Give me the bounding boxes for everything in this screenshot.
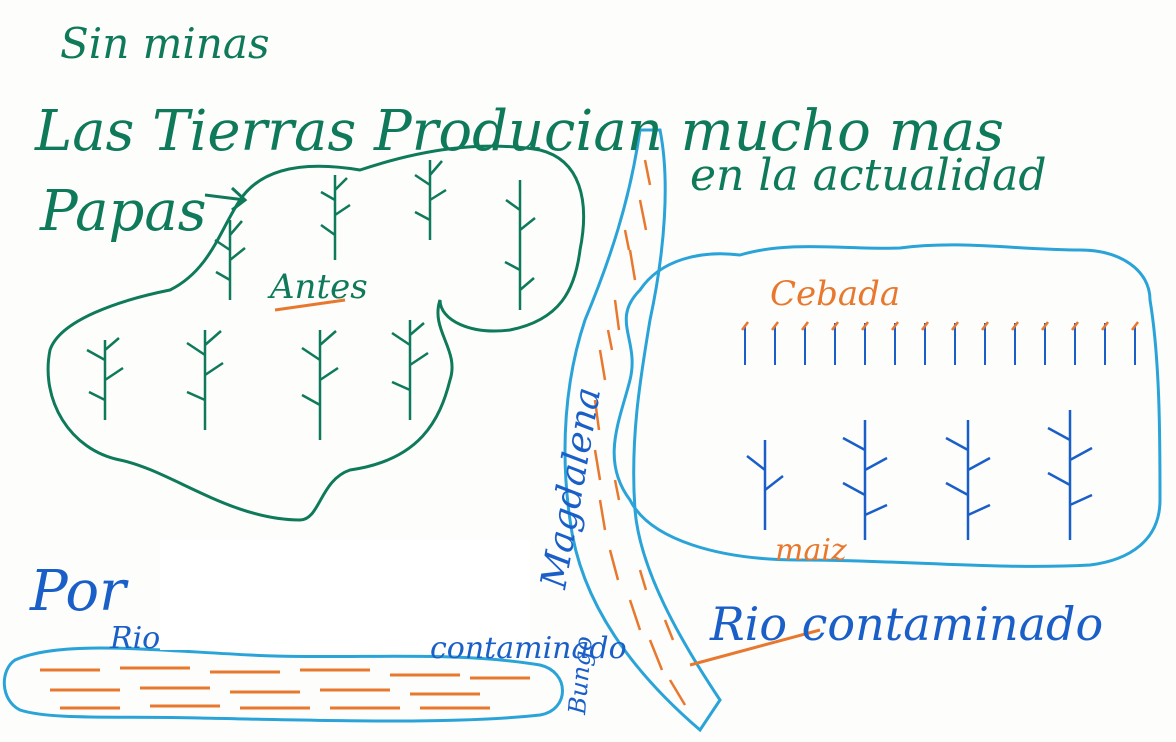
potato-plants-bottom [86, 320, 429, 440]
label-papas: Papas [39, 179, 207, 244]
title-tierras: Las Tierras Producian mucho mas [34, 99, 1004, 164]
corn-plants [746, 410, 1093, 540]
contamination-pointer [689, 628, 821, 667]
potato-plants-top [214, 160, 536, 310]
label-antes: Antes [267, 267, 368, 307]
lower-river-fill [40, 666, 530, 710]
barley-heads [741, 321, 1139, 331]
current-field-outline [612, 243, 1162, 568]
arrow-to-field [204, 186, 248, 212]
label-magdalena: Magdalena [533, 384, 609, 592]
label-maiz: maiz [775, 533, 847, 568]
label-por: Por [29, 559, 129, 624]
redacted-area [160, 540, 530, 650]
label-contaminado: contaminado [430, 631, 627, 666]
label-bungo: Bungo [563, 635, 598, 717]
lower-river-outline [2, 646, 564, 723]
title-sin-minas: Sin minas [60, 19, 270, 68]
label-actualidad: en la actualidad [690, 150, 1047, 201]
label-rio: Rio [109, 621, 160, 656]
label-rio-contaminado: Rio contaminado [709, 597, 1103, 651]
barley-row [744, 323, 1136, 365]
magdalena-river-fill [593, 159, 687, 706]
green-potato-field-outline [46, 144, 586, 522]
antes-underline [274, 298, 346, 312]
label-cebada: Cebada [770, 274, 900, 314]
magdalena-river-outline [563, 128, 722, 733]
